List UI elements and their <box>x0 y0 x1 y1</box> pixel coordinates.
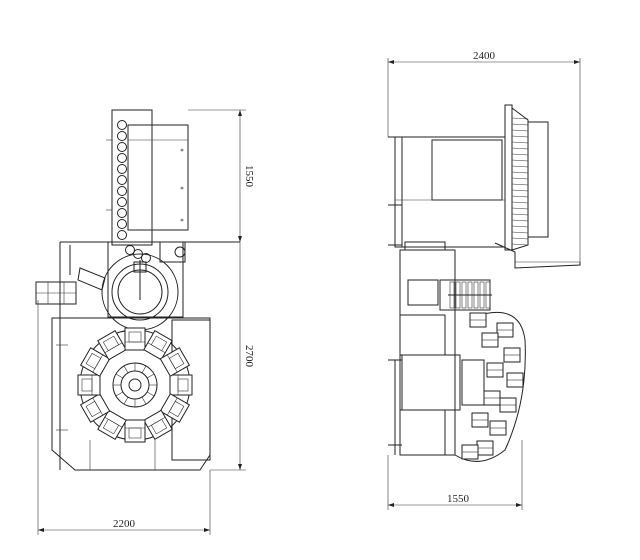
dim-bottom-width-label: 1550 <box>447 493 470 505</box>
side-upper-frame <box>388 136 506 248</box>
carousel-pod <box>169 374 193 396</box>
elevator-rung <box>511 243 529 246</box>
chain-link <box>117 142 127 152</box>
chain-link <box>117 219 127 229</box>
pod-line <box>104 342 123 354</box>
chain-link <box>117 131 127 141</box>
carousel-pod <box>124 327 146 351</box>
pod-line <box>166 354 178 373</box>
elevator-rung <box>511 117 529 120</box>
side-deck <box>400 241 581 311</box>
elevator-rung <box>511 201 529 204</box>
conveyor-chain <box>117 120 151 263</box>
side-elevator <box>504 104 549 251</box>
chain-link <box>117 230 127 240</box>
pod-line <box>166 397 178 416</box>
elevator-rung <box>511 141 529 144</box>
elevator-rungs <box>511 117 529 246</box>
elevator-rung <box>511 153 529 156</box>
hub-spoke <box>115 373 124 379</box>
elevator-rung <box>511 135 529 138</box>
pod-body <box>124 327 146 351</box>
front-frame <box>51 241 240 471</box>
hub-spoke <box>146 391 155 397</box>
elevator-rung <box>511 231 529 234</box>
elevator-rung <box>511 171 529 174</box>
hub-spoke <box>115 391 124 397</box>
elevator-rung <box>511 189 529 192</box>
elevator-rung <box>511 177 529 180</box>
elevator-rung <box>511 237 529 240</box>
chain-link <box>117 175 127 185</box>
side-view: 2400 1550 <box>387 50 581 510</box>
chain-link <box>125 245 135 255</box>
valve-bank <box>448 281 492 309</box>
elevator-rung <box>511 129 529 132</box>
carousel-pod <box>77 374 101 396</box>
elevator-rung <box>511 159 529 162</box>
carousel-pod <box>143 409 173 441</box>
carousel-pod <box>97 409 127 441</box>
front-dimensions: 2200 1550 2700 <box>37 109 255 535</box>
carousel-pods <box>77 327 193 443</box>
chain-link <box>117 197 127 207</box>
pod-line <box>147 342 166 354</box>
hub-spoke <box>123 365 129 374</box>
pod-line <box>147 416 166 428</box>
dim-top-width-label: 2400 <box>473 50 496 62</box>
chain-link <box>117 208 127 218</box>
hub-spoke <box>123 396 129 405</box>
elevator-rung <box>511 123 529 126</box>
side-carousel-pods <box>461 312 524 460</box>
hub-spoke <box>146 373 155 379</box>
hub-spoke <box>141 396 147 405</box>
pod-body <box>124 419 146 443</box>
elevator-rung <box>511 147 529 150</box>
elevator-rung <box>511 207 529 210</box>
dim-lower-height-label: 2700 <box>243 345 255 368</box>
rotary-carousel <box>77 327 193 443</box>
elevator-rung <box>511 165 529 168</box>
dim-upper-height-label: 1550 <box>243 165 255 188</box>
chain-link <box>117 120 127 130</box>
pod-body <box>169 374 193 396</box>
carousel-pod <box>79 347 111 377</box>
side-dimensions: 2400 1550 <box>387 50 581 510</box>
hub-spoke <box>141 365 147 374</box>
pod-line <box>104 416 123 428</box>
chain-link <box>117 186 127 196</box>
pod-body <box>77 374 101 396</box>
elevator-rung <box>511 219 529 222</box>
feed-wheel <box>35 241 186 331</box>
elevator-rung <box>511 183 529 186</box>
carousel-pod <box>124 419 146 443</box>
pod-line <box>92 397 104 416</box>
side-lower-frame <box>388 249 485 456</box>
chain-link <box>117 153 127 163</box>
carousel-pod <box>159 347 191 377</box>
carousel-pod <box>97 329 127 361</box>
carousel-pod <box>159 393 191 423</box>
elevator-rung <box>511 213 529 216</box>
front-view: 2200 1550 2700 <box>35 109 255 535</box>
chain-link <box>117 164 127 174</box>
carousel-pod <box>143 329 173 361</box>
pod-line <box>92 354 104 373</box>
upper-conveyor <box>106 109 189 263</box>
elevator-rung <box>511 225 529 228</box>
side-carousel <box>454 311 526 462</box>
carousel-pod <box>79 393 111 423</box>
dim-width-label: 2200 <box>113 518 136 530</box>
elevator-rung <box>511 195 529 198</box>
